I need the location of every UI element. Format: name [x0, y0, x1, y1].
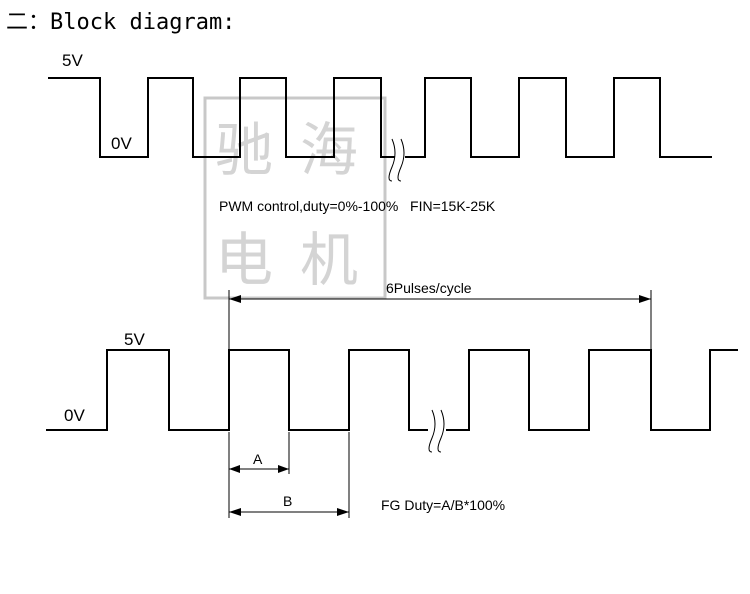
pulses-label: 6Pulses/cycle [386, 280, 472, 296]
dimension-b-label: B [283, 493, 292, 509]
fg-low-label: 0V [64, 406, 85, 425]
ab-dimensions: A B FG Duty=A/B*100% [228, 432, 505, 518]
arrowhead [337, 508, 349, 516]
break-mark [437, 409, 445, 453]
break-mark [428, 409, 436, 453]
watermark-char: 电 [215, 226, 273, 294]
fg-waveform: 5V 0V [46, 330, 738, 453]
arrowhead [639, 295, 651, 303]
watermark-frame [203, 96, 387, 300]
pwm-wave-right [405, 77, 712, 158]
pwm-caption: PWM control,duty=0%-100% FIN=15K-25K [219, 198, 496, 214]
fg-duty-formula: FG Duty=A/B*100% [381, 497, 505, 513]
arrowhead [278, 465, 289, 473]
fg-wave-left [46, 349, 428, 431]
watermark-seal: 驰 海 电 机 [203, 96, 387, 300]
arrowhead [229, 465, 240, 473]
arrowhead [229, 508, 241, 516]
pwm-low-label: 0V [111, 134, 132, 153]
pwm-wave-left [48, 77, 395, 158]
pulses-dimension: 6Pulses/cycle [228, 280, 652, 350]
break-mark [388, 138, 396, 182]
arrowhead [229, 295, 241, 303]
break-mark [397, 138, 405, 182]
watermark-char: 海 [300, 116, 358, 184]
pwm-high-label: 5V [62, 51, 83, 70]
pwm-waveform: 5V 0V PWM control,duty=0%-100% FIN=15K-2… [48, 51, 712, 214]
dimension-a-label: A [253, 451, 263, 467]
fg-wave-right [446, 349, 738, 431]
fg-high-label: 5V [124, 330, 145, 349]
watermark-char: 机 [300, 226, 358, 294]
watermark-char: 驰 [215, 116, 273, 184]
section-heading: 二：Block diagram: [6, 10, 236, 35]
